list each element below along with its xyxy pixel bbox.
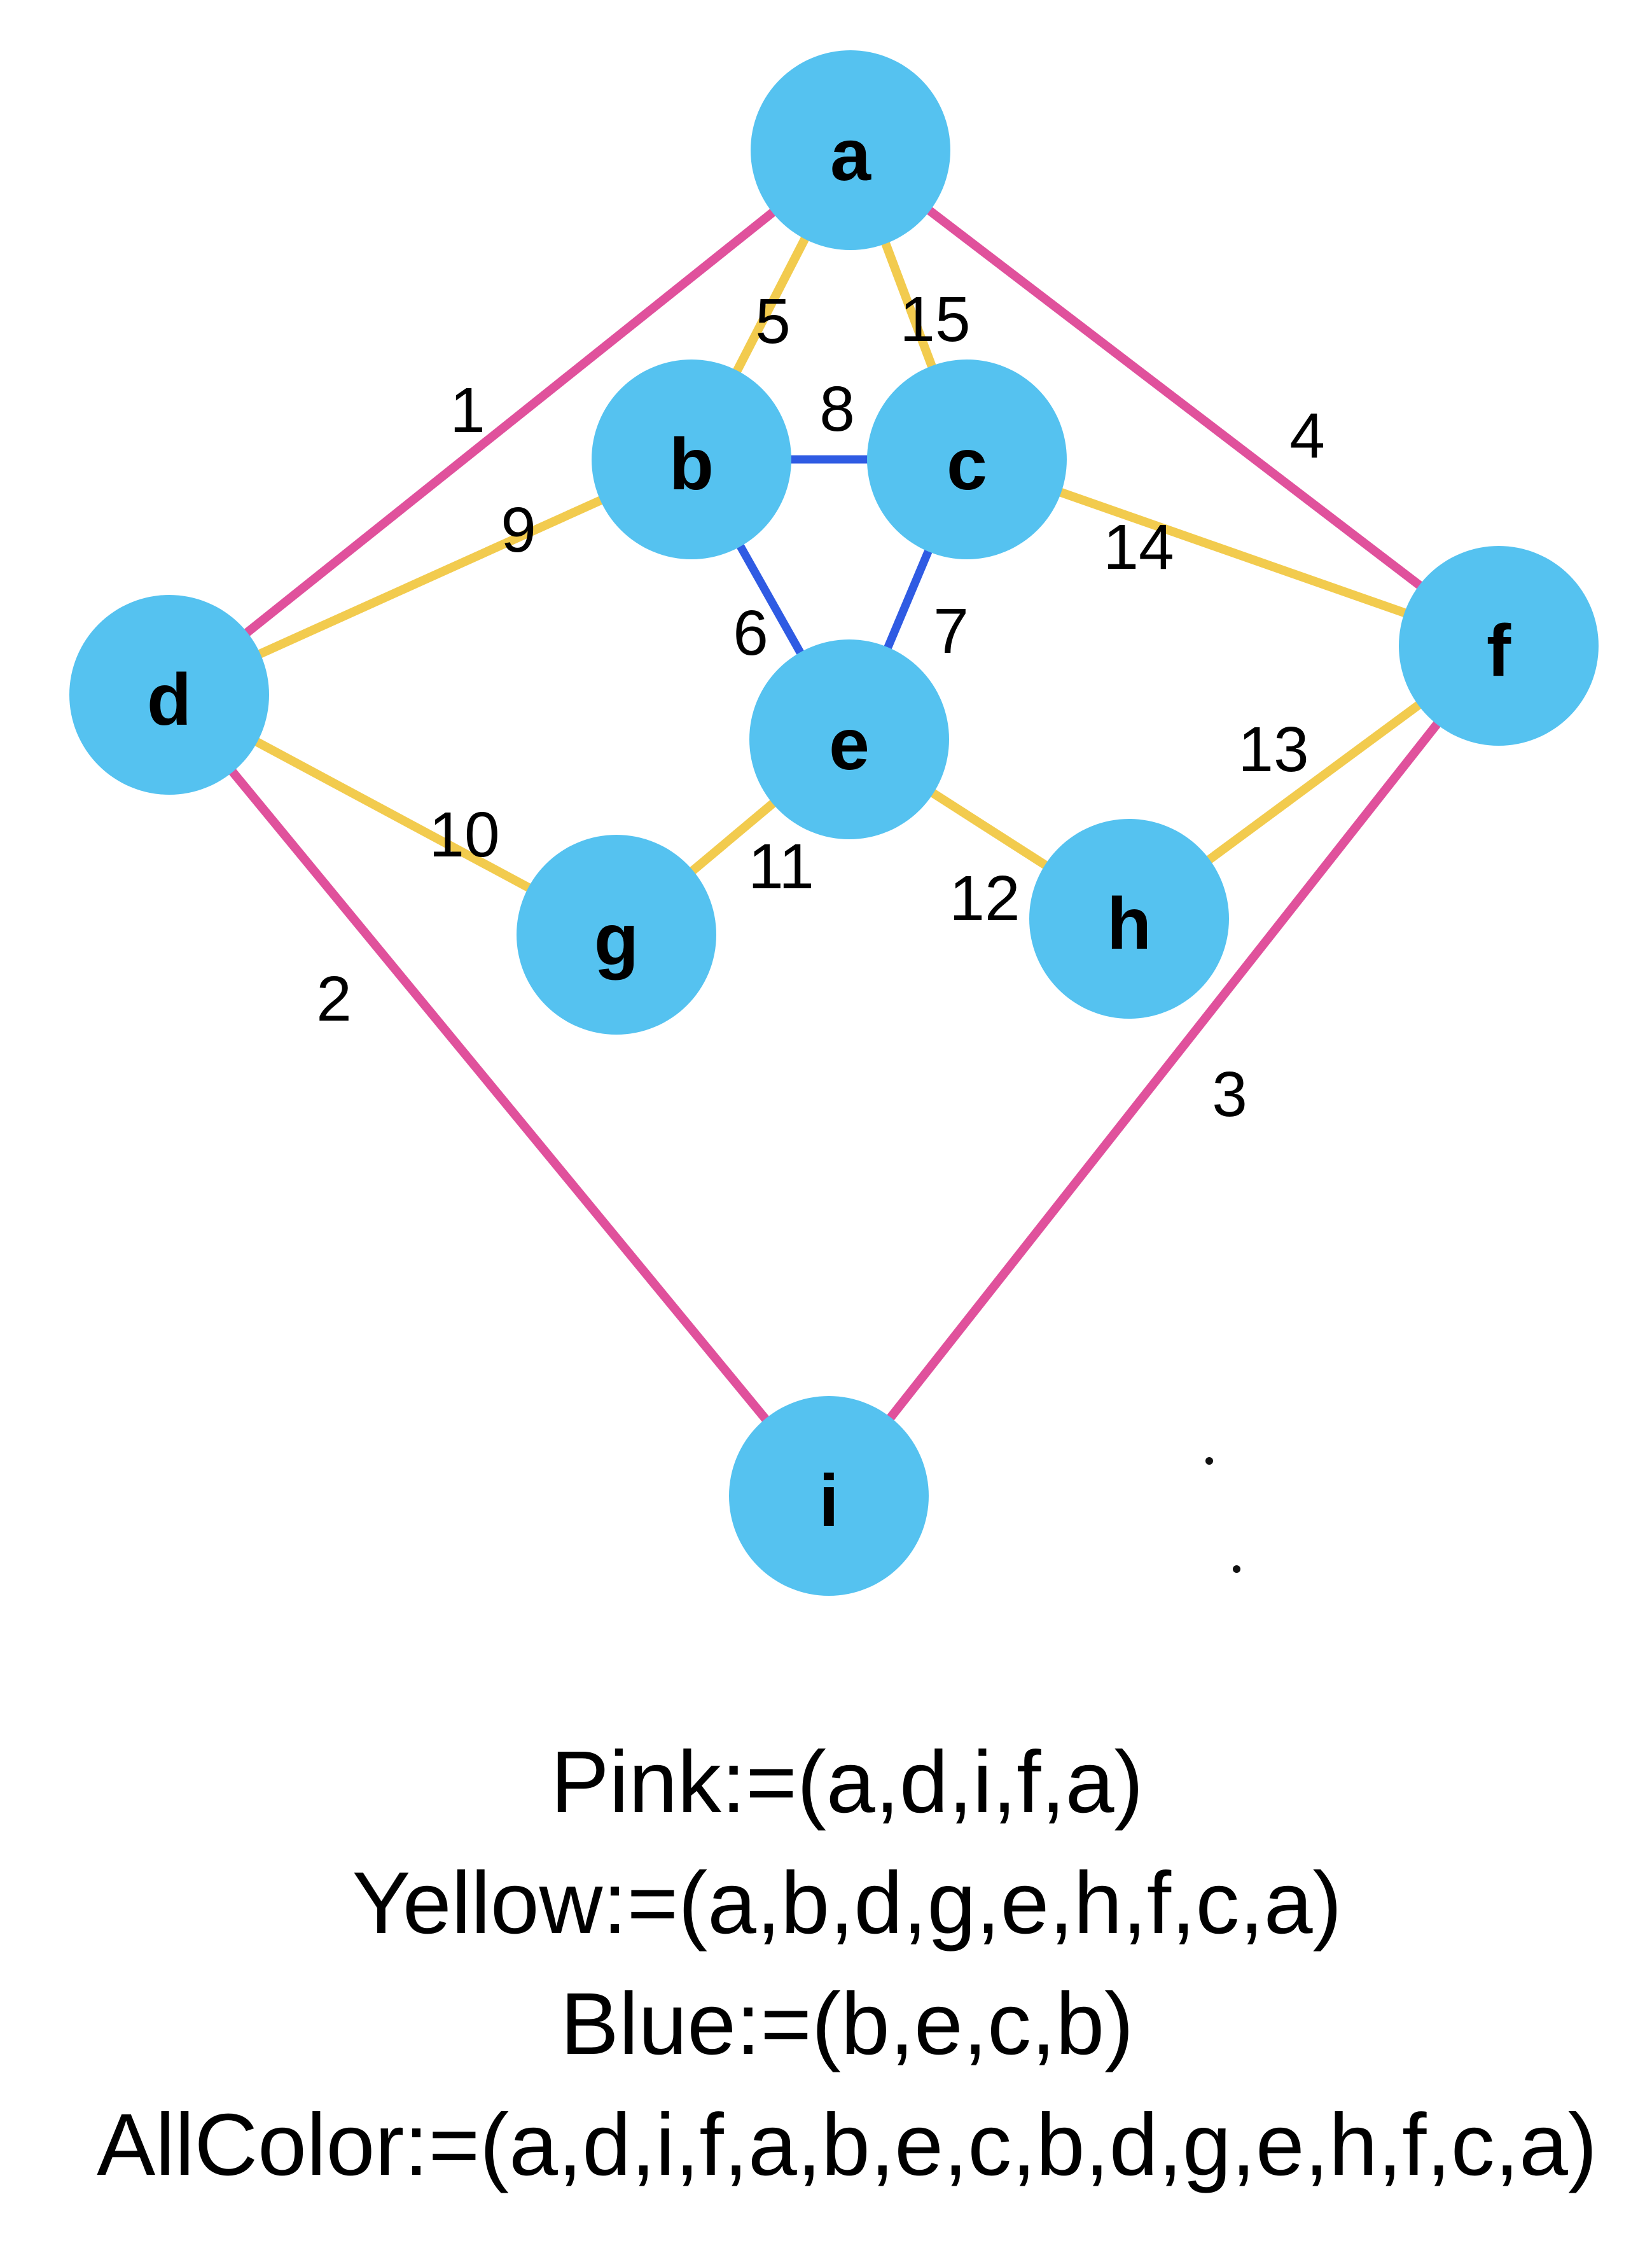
edge-label-11: 11 bbox=[748, 831, 814, 902]
edge-label-2: 2 bbox=[316, 963, 352, 1035]
edge-label-13: 13 bbox=[1238, 714, 1308, 785]
node-label-e: e bbox=[829, 704, 870, 785]
legend-line-blue: Blue:=(b,e,c,b) bbox=[560, 1975, 1134, 2073]
edge-label-8: 8 bbox=[819, 374, 855, 445]
legend-line-yellow: Yellow:=(a,b,d,g,e,h,f,c,a) bbox=[352, 1854, 1342, 1952]
node-label-h: h bbox=[1107, 883, 1151, 965]
edge-label-1: 1 bbox=[450, 375, 485, 446]
node-label-g: g bbox=[594, 899, 639, 981]
node-label-a: a bbox=[830, 115, 871, 196]
node-label-i: i bbox=[819, 1460, 839, 1542]
edge-label-12: 12 bbox=[949, 863, 1020, 934]
edge-label-9: 9 bbox=[501, 494, 536, 566]
node-b bbox=[592, 360, 791, 559]
node-c bbox=[867, 360, 1067, 559]
legend-line-pink: Pink:=(a,d,i,f,a) bbox=[550, 1733, 1144, 1831]
edge-label-15: 15 bbox=[899, 284, 970, 355]
node-h bbox=[1029, 819, 1229, 1019]
edge-i-f bbox=[824, 641, 1503, 1500]
legend-block: Pink:=(a,d,i,f,a) Yellow:=(a,b,d,g,e,h,f… bbox=[42, 1722, 1652, 2205]
node-g bbox=[517, 835, 716, 1035]
node-f bbox=[1399, 546, 1599, 746]
ink-dot bbox=[1233, 1565, 1240, 1573]
edge-label-14: 14 bbox=[1103, 512, 1174, 583]
node-label-d: d bbox=[147, 659, 191, 741]
node-d bbox=[69, 595, 269, 795]
node-label-f: f bbox=[1487, 610, 1511, 692]
edge-label-7: 7 bbox=[933, 596, 969, 667]
node-label-b: b bbox=[669, 424, 714, 505]
edge-label-6: 6 bbox=[733, 597, 768, 669]
node-e bbox=[749, 639, 949, 839]
edge-label-3: 3 bbox=[1212, 1059, 1247, 1130]
ink-dot bbox=[1205, 1457, 1213, 1465]
edge-label-4: 4 bbox=[1289, 400, 1325, 471]
edge-a-d bbox=[165, 146, 855, 699]
legend-line-allcolor: AllColor:=(a,d,i,f,a,b,e,c,b,d,g,e,h,f,c… bbox=[97, 2096, 1597, 2194]
node-a bbox=[751, 50, 950, 250]
node-label-c: c bbox=[947, 424, 987, 505]
edge-label-10: 10 bbox=[429, 799, 499, 870]
edge-label-5: 5 bbox=[755, 286, 791, 357]
node-i bbox=[729, 1396, 929, 1596]
edge-d-i bbox=[165, 690, 833, 1500]
edge-a-f bbox=[846, 146, 1503, 650]
